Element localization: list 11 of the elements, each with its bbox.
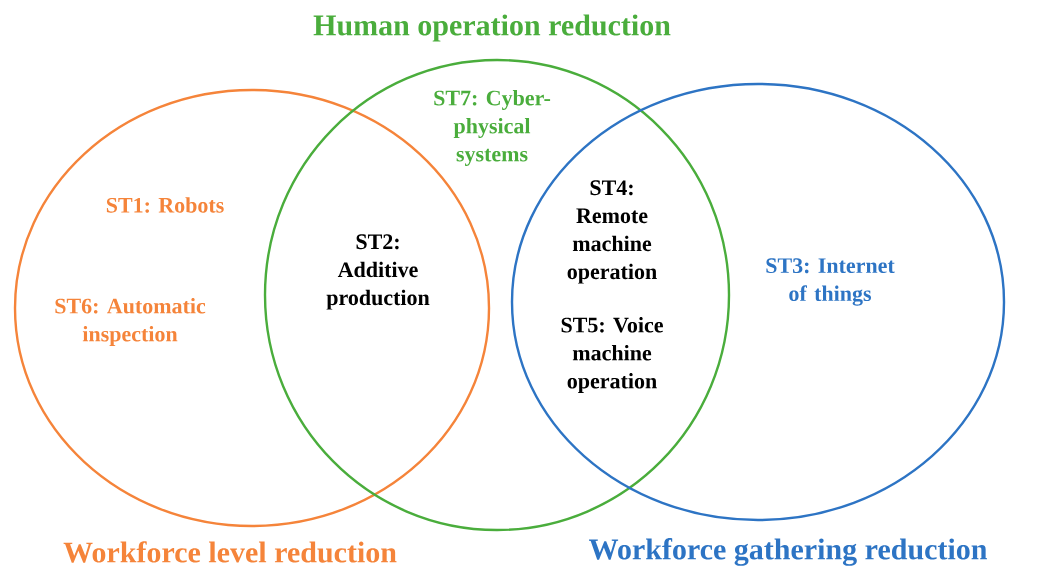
circle-heading: Human operation reduction	[313, 14, 671, 42]
circle-heading: Workforce gathering reduction	[589, 538, 987, 566]
item-label: ST2: Additive production	[326, 234, 430, 310]
item-label: ST4: Remote machine operation	[567, 180, 657, 284]
circle-heading: Workforce level reduction	[63, 541, 397, 563]
item-label: ST5: Voice machine operation	[561, 317, 663, 393]
item-label: ST7: Cyber-physical systems	[434, 90, 551, 166]
item-label: ST6: Automatic inspection	[55, 298, 206, 346]
venn-circle	[263, 58, 731, 532]
item-label: ST1: Robots	[106, 197, 224, 213]
item-label: ST3: Internet of things	[766, 258, 895, 306]
